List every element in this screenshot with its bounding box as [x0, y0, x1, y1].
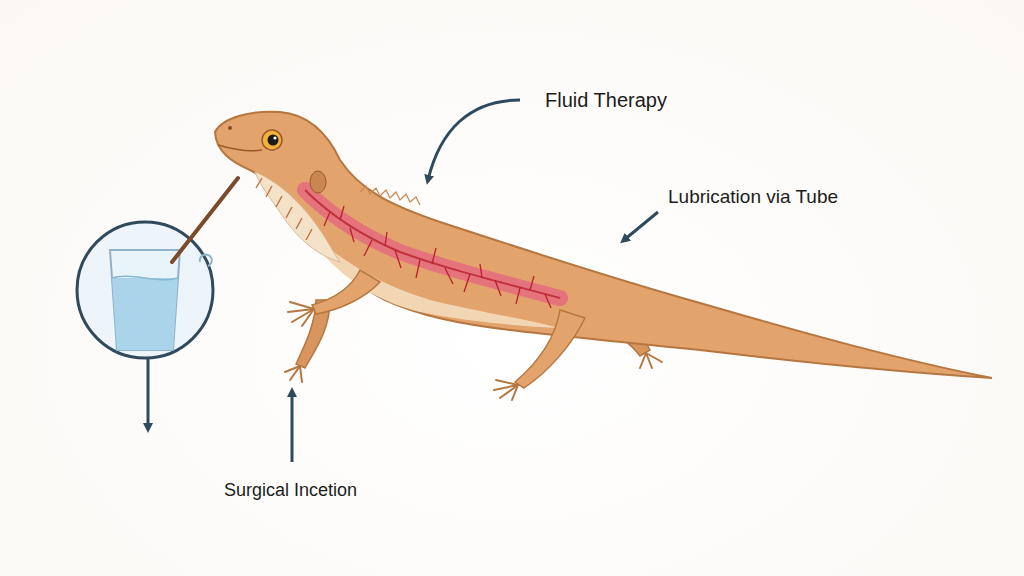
- callout-label: Fluid Therapy: [545, 88, 667, 112]
- hind-leg-near: [515, 310, 585, 388]
- back-spikes: [360, 186, 420, 205]
- lizard-body: [215, 112, 992, 378]
- lizard-belly: [300, 225, 560, 328]
- front-leg-near: [312, 270, 380, 314]
- lizard-mouth: [218, 145, 262, 151]
- lizard-nostril: [228, 126, 232, 130]
- callout-label: Lubrication via Tube: [668, 186, 838, 209]
- lizard-ear: [310, 171, 326, 193]
- eye-glint: [273, 136, 276, 139]
- water-surface: [112, 276, 178, 279]
- front-foot-far: [285, 366, 302, 382]
- inset-circle: [77, 222, 213, 358]
- digestive-tract: [305, 190, 560, 298]
- hind-foot-near: [494, 380, 518, 400]
- hind-foot-far: [640, 353, 662, 368]
- leader-arrow: [291, 392, 294, 462]
- water-glass: [110, 250, 180, 350]
- leader-arrow: [624, 212, 658, 240]
- feeding-tube: [172, 178, 238, 262]
- lizard-pupil: [268, 135, 279, 146]
- leader-arrow: [428, 100, 520, 180]
- lizard-eye: [262, 130, 282, 150]
- tube-clip: [200, 254, 212, 266]
- leader-arrow: [147, 358, 150, 428]
- front-foot-near: [288, 302, 314, 326]
- tract-line: [305, 190, 560, 298]
- callout-label: Surgical Incetion: [224, 480, 357, 502]
- water: [112, 278, 178, 350]
